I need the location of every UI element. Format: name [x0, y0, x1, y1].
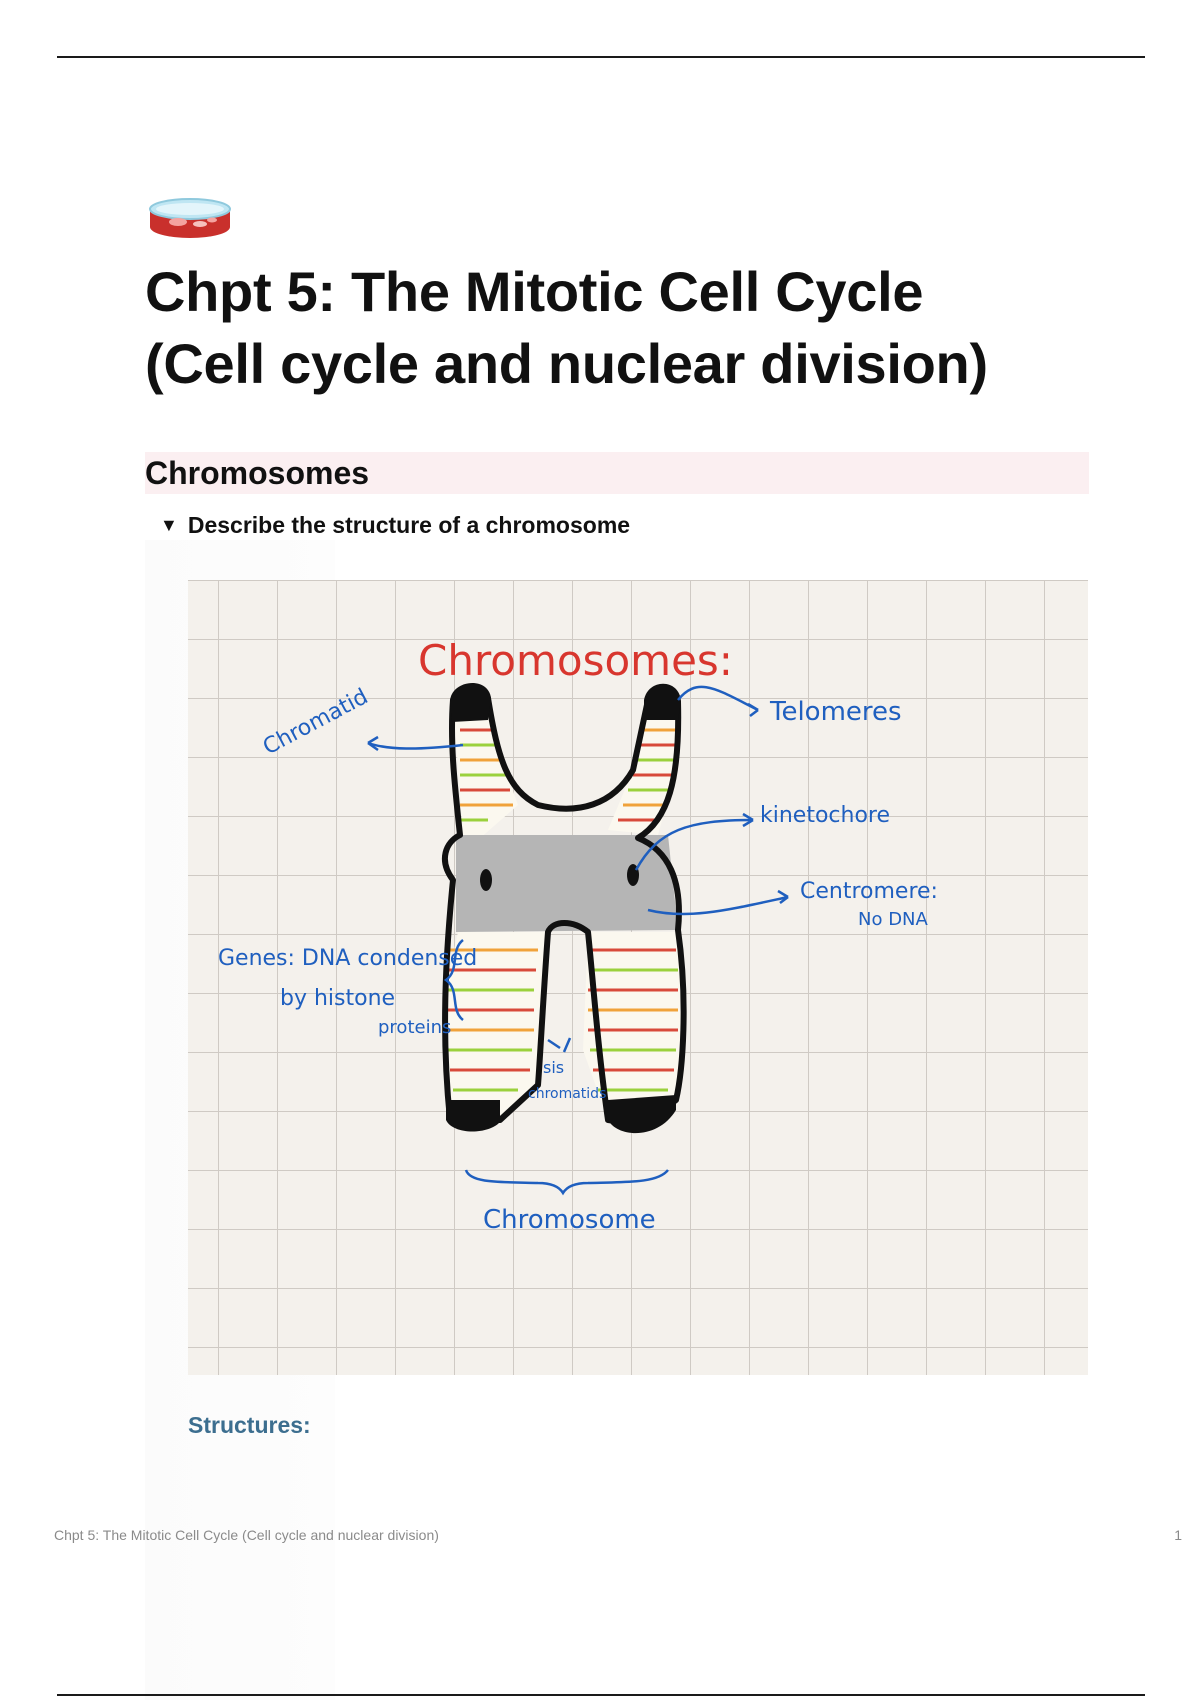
label-centromere: Centromere:	[800, 879, 938, 904]
chromosome-diagram: Chromosomes:	[188, 580, 1088, 1375]
label-telomeres: Telomeres	[769, 697, 902, 727]
toggle-describe-structure[interactable]: ▼ Describe the structure of a chromosome	[160, 510, 630, 540]
page-title: Chpt 5: The Mitotic Cell Cycle (Cell cyc…	[145, 256, 1105, 400]
triangle-down-icon[interactable]: ▼	[160, 515, 178, 535]
footer-page-number: 1	[1174, 1527, 1182, 1543]
label-proteins: proteins	[378, 1017, 451, 1038]
label-by-histone: by histone	[280, 986, 395, 1011]
label-sis: sis	[543, 1058, 564, 1077]
label-chromosome: Chromosome	[483, 1205, 656, 1235]
page-title-line2: (Cell cycle and nuclear division)	[145, 332, 988, 395]
label-kinetochore: kinetochore	[760, 803, 890, 828]
chromosome-shape	[441, 682, 687, 1134]
bottom-rule	[57, 1694, 1145, 1696]
label-genes: Genes: DNA condensed	[218, 946, 477, 971]
label-chromatids: chromatids	[528, 1086, 606, 1102]
toggle-label: Describe the structure of a chromosome	[187, 512, 631, 538]
page-title-line1: Chpt 5: The Mitotic Cell Cycle	[145, 260, 924, 323]
annotation-arrows	[367, 685, 789, 1196]
section-chromosomes: Chromosomes	[145, 452, 1089, 494]
chromosome-sketch: Chromosomes:	[188, 580, 1088, 1375]
label-no-dna: No DNA	[858, 909, 929, 930]
footer-title: Chpt 5: The Mitotic Cell Cycle (Cell cyc…	[54, 1527, 439, 1543]
petri-dish-icon	[148, 197, 232, 241]
section-heading: Chromosomes	[145, 455, 370, 491]
structures-heading: Structures:	[188, 1412, 311, 1438]
sketch-title: Chromosomes:	[418, 636, 733, 685]
top-rule	[57, 56, 1145, 58]
